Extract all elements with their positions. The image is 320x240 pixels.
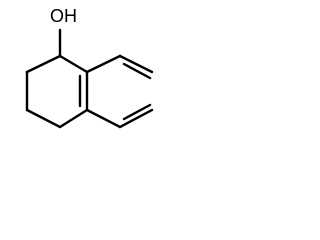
hydroxyl-label: OH bbox=[50, 6, 77, 26]
bond-lower-vinyl-double-b bbox=[122, 103, 152, 121]
bond-c3-vinyl-lower bbox=[85, 108, 122, 129]
bond-c6-c1 bbox=[25, 54, 62, 74]
bond-upper-vinyl-double-a bbox=[118, 54, 154, 74]
bond-upper-vinyl-double-b bbox=[122, 62, 152, 80]
bond-c3-c4 bbox=[58, 108, 89, 129]
molecule-structure: OH bbox=[25, 6, 154, 129]
bond-c4-c5 bbox=[25, 108, 62, 129]
molecule-canvas: OH bbox=[0, 0, 171, 159]
bond-c1-c2 bbox=[58, 54, 89, 74]
bond-lower-vinyl-double-a bbox=[118, 108, 154, 129]
bond-c2-vinyl-upper bbox=[85, 54, 122, 74]
